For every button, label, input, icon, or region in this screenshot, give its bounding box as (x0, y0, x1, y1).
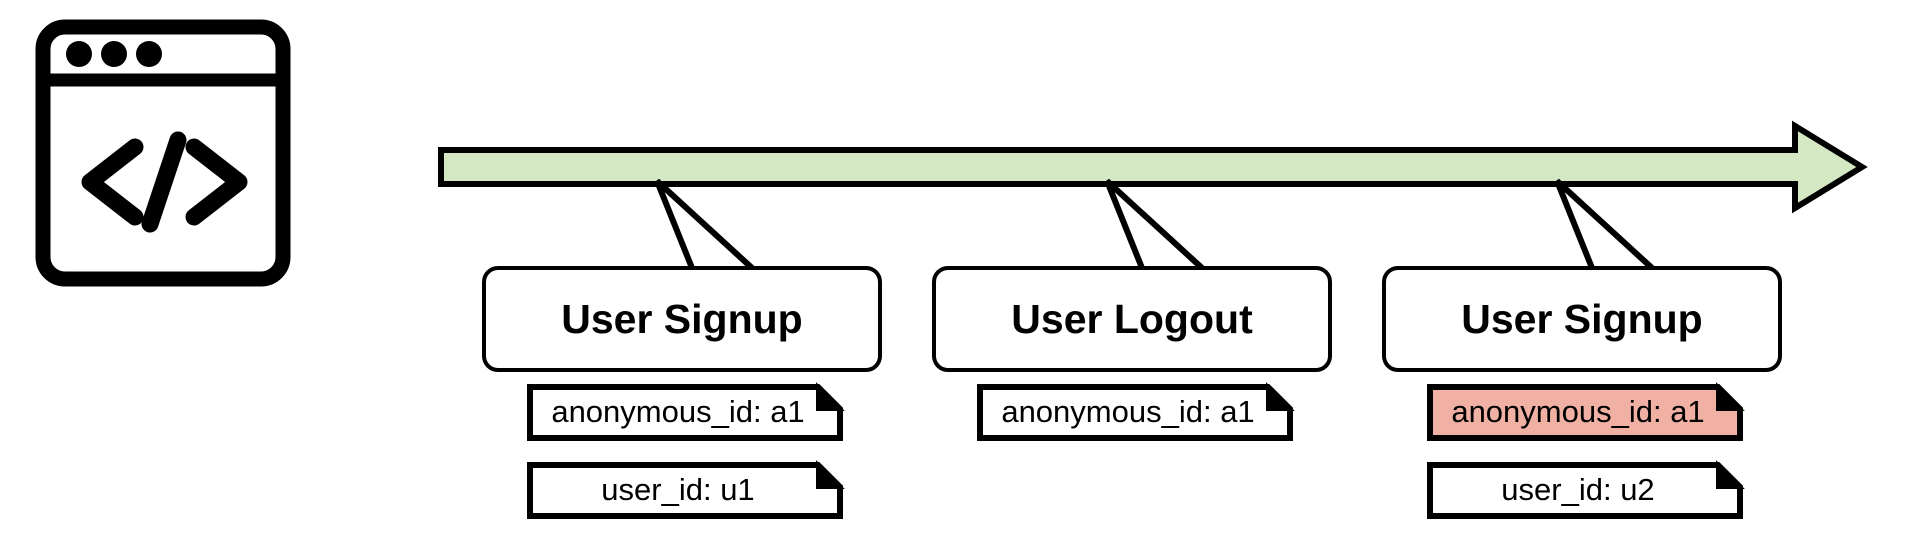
window-dot-icon (66, 41, 92, 67)
note-shape (1427, 460, 1745, 519)
event-3-note-user-id[interactable]: user_id: u2 (1430, 465, 1740, 516)
angle-bracket-right-icon (185, 138, 248, 226)
code-window-icon (35, 19, 291, 287)
event-timeline-arrow (438, 120, 1868, 214)
slash-icon (141, 131, 187, 233)
code-window-frame (35, 19, 291, 287)
event-1-note-anonymous-id[interactable]: anonymous_id: a1 (530, 387, 840, 438)
event-box-label: User Signup (1461, 295, 1703, 342)
event-box-user-logout[interactable]: User Logout (932, 266, 1332, 372)
connector-tail-event-2 (1104, 178, 1205, 271)
note-shape (527, 382, 845, 441)
event-box-label: User Logout (1011, 295, 1253, 342)
event-connectors (654, 178, 1655, 271)
note-label: anonymous_id: a1 (551, 394, 805, 429)
note-label: anonymous_id: a1 (1001, 394, 1255, 429)
event-1-note-user-id[interactable]: user_id: u1 (530, 465, 840, 516)
note-label: user_id: u2 (1501, 472, 1655, 507)
event-box-label: User Signup (561, 295, 803, 342)
window-dot-icon (101, 41, 127, 67)
note-shape (527, 460, 845, 519)
connector-tail-event-1 (654, 178, 755, 271)
event-box-user-signup-2[interactable]: User Signup (1382, 266, 1782, 372)
angle-bracket-left-icon (81, 138, 144, 226)
note-label: anonymous_id: a1 (1451, 394, 1705, 429)
event-2-note-anonymous-id[interactable]: anonymous_id: a1 (980, 387, 1290, 438)
note-shape (977, 382, 1295, 441)
connector-tail-event-3 (1554, 178, 1655, 271)
event-3-note-anonymous-id[interactable]: anonymous_id: a1 (1430, 387, 1740, 438)
window-dot-icon (136, 41, 162, 67)
note-shape-highlighted (1427, 382, 1745, 441)
note-label: user_id: u1 (601, 472, 755, 507)
note-shapes (527, 382, 1745, 519)
event-box-user-signup-1[interactable]: User Signup (482, 266, 882, 372)
